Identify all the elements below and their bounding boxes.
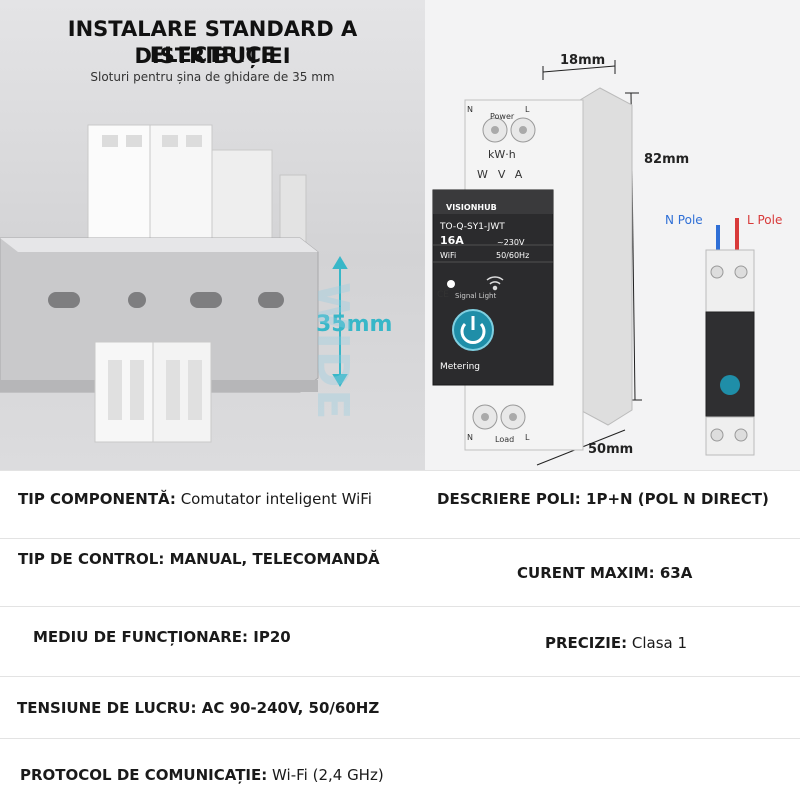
spec-environment: MEDIU DE FUNCȚIONARE: IP20 xyxy=(33,628,291,646)
power-button[interactable] xyxy=(452,309,494,351)
ce-mark: CE xyxy=(437,290,449,300)
load-label: Load xyxy=(495,435,515,444)
din-rail-graphic xyxy=(0,124,348,443)
terminal-l-bottom: L xyxy=(525,433,530,442)
voltage-rating: ~230V xyxy=(497,238,525,247)
l-pole-label: L Pole xyxy=(747,213,783,227)
terminal-l-top: L xyxy=(525,105,530,114)
spec-voltage: TENSIUNE DE LUCRU: AC 90-240V, 50/60HZ xyxy=(17,699,380,717)
metering-label: Metering xyxy=(440,362,480,372)
power-label: Power xyxy=(490,112,515,121)
height-dimension: 82mm xyxy=(644,152,690,167)
spec-protocol: PROTOCOL DE COMUNICAȚIE: Wi-Fi (2,4 GHz) xyxy=(20,766,384,784)
kwh-label: kW·h xyxy=(488,148,516,161)
breaker-top xyxy=(87,124,307,366)
brand-label: VISIONHUB xyxy=(446,203,497,212)
spec-component-type: TIP COMPONENTĂ: Comutator inteligent WiF… xyxy=(18,490,372,508)
rail-width-label: 35mm xyxy=(316,312,393,337)
device-graphic xyxy=(432,60,755,466)
spec-row-4: TENSIUNE DE LUCRU: AC 90-240V, 50/60HZ xyxy=(0,676,800,739)
hero-title-line1: INSTALARE STANDARD A DISTRIBUȚIEI xyxy=(67,17,358,68)
n-pole-label: N Pole xyxy=(665,213,703,227)
meter-marks: WVA xyxy=(477,168,533,181)
wide-watermark: WIDE xyxy=(307,282,358,422)
depth-dimension: 50mm xyxy=(588,442,634,457)
spec-row-3: MEDIU DE FUNCȚIONARE: IP20 PRECIZIE: Cla… xyxy=(0,606,800,677)
spec-row-1: TIP COMPONENTĂ: Comutator inteligent WiF… xyxy=(0,470,800,539)
rail-width-arrow xyxy=(332,256,348,387)
wifi-label: WiFi xyxy=(440,251,457,260)
smart-switch-device xyxy=(432,87,633,451)
spec-row-5: PROTOCOL DE COMUNICAȚIE: Wi-Fi (2,4 GHz) xyxy=(0,738,800,801)
spec-pole-description: DESCRIERE POLI: 1P+N (POL N DIRECT) xyxy=(437,490,769,508)
power-icon xyxy=(460,322,486,344)
product-image-area: INSTALARE STANDARD A DISTRIBUȚIEI ELECTR… xyxy=(0,0,800,470)
hero-title-line2: ELECTRICE xyxy=(149,43,276,67)
spec-row-2: TIP DE CONTROL: MANUAL, TELECOMANDĂ CURE… xyxy=(0,538,800,607)
wifi-icon xyxy=(486,276,504,291)
width-dimension: 18mm xyxy=(560,53,606,68)
signal-light-label: Signal Light xyxy=(455,292,497,300)
model-label: TO-Q-SY1-JWT xyxy=(440,222,505,232)
terminal-n-top: N xyxy=(467,105,473,114)
pole-wiring-illustration xyxy=(705,218,755,456)
terminal-n-bottom: N xyxy=(467,433,473,442)
frequency-label: 50/60Hz xyxy=(496,251,530,260)
hero-subtitle: Sloturi pentru șina de ghidare de 35 mm xyxy=(90,70,335,84)
din-rail-illustration: INSTALARE STANDARD A DISTRIBUȚIEI ELECTR… xyxy=(0,0,425,470)
spec-accuracy: PRECIZIE: Clasa 1 xyxy=(545,634,688,652)
signal-light-indicator xyxy=(447,280,455,288)
current-rating: 16A xyxy=(440,234,464,247)
breaker-bottom xyxy=(94,341,212,443)
spec-control-type: TIP DE CONTROL: MANUAL, TELECOMANDĂ xyxy=(18,550,380,568)
spec-max-current: CURENT MAXIM: 63A xyxy=(517,564,693,582)
